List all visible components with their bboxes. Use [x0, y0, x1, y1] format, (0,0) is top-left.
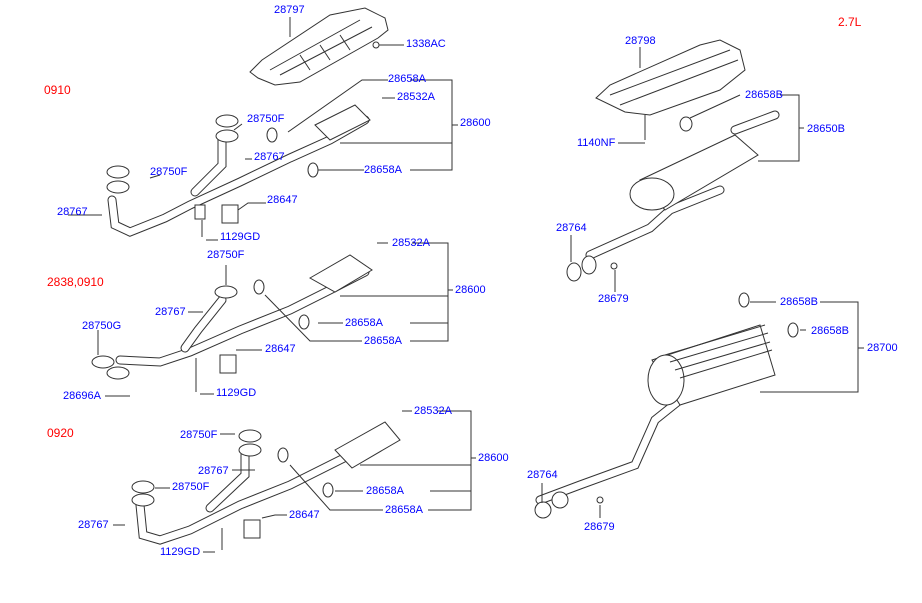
part-label-nut[interactable]: 28767 [254, 151, 285, 163]
part-label-nut[interactable]: 28767 [198, 465, 229, 477]
part-label-nut[interactable]: 28767 [155, 306, 186, 318]
part-label-hanger[interactable]: 28658A [345, 317, 383, 329]
variant-label-0910: 0910 [44, 83, 71, 97]
variant-label-2838-0910: 2838,0910 [47, 275, 104, 289]
part-label-nut[interactable]: 28679 [584, 521, 615, 533]
part-label-gasket[interactable]: 28764 [556, 222, 587, 234]
part-label-nut[interactable]: 28767 [78, 519, 109, 531]
part-label-hanger[interactable]: 28658A [385, 504, 423, 516]
part-label-hanger[interactable]: 28658A [388, 73, 426, 85]
part-label-gasket[interactable]: 28750F [207, 249, 245, 261]
part-label-hanger[interactable]: 28658A [366, 485, 404, 497]
engine-label: 2.7L [838, 15, 862, 29]
part-label-heat-shield[interactable]: 28798 [625, 35, 656, 47]
part-label-flange-bolt[interactable]: 28696A [63, 390, 101, 402]
part-label-nut[interactable]: 28767 [57, 206, 88, 218]
part-label-shield-nut[interactable]: 1338AC [406, 38, 446, 50]
part-label-screw[interactable]: 1140NF [577, 137, 616, 149]
part-label-gasket[interactable]: 28750G [82, 320, 122, 332]
part-label-hanger[interactable]: 28658A [364, 335, 402, 347]
part-label-bolt[interactable]: 1129GD [216, 387, 257, 399]
part-label-bracket[interactable]: 28647 [265, 343, 296, 355]
variant-label-0920: 0920 [47, 426, 74, 440]
part-label-hanger[interactable]: 28658B [745, 89, 783, 101]
part-label-hanger[interactable]: 28658B [811, 325, 849, 337]
part-label-assembly[interactable]: 28600 [478, 452, 509, 464]
part-label-stud[interactable]: 28532A [397, 91, 435, 103]
heat-shield-28797 [249, 7, 389, 86]
part-label-assembly[interactable]: 28600 [455, 284, 486, 296]
part-label-gasket[interactable]: 28750F [247, 113, 285, 125]
part-label-gasket[interactable]: 28750F [150, 166, 188, 178]
part-label-bolt[interactable]: 1129GD [160, 546, 201, 558]
part-label-hanger[interactable]: 28658A [364, 164, 402, 176]
part-label-bracket[interactable]: 28647 [267, 194, 298, 206]
part-label-stud[interactable]: 28532A [414, 405, 452, 417]
part-label-assembly[interactable]: 28650B [807, 123, 845, 135]
part-label-heat-shield[interactable]: 28797 [274, 4, 305, 16]
part-label-nut[interactable]: 28679 [598, 293, 629, 305]
part-label-gasket[interactable]: 28750F [180, 429, 218, 441]
part-label-gasket[interactable]: 28750F [172, 481, 210, 493]
part-label-assembly[interactable]: 28600 [460, 117, 491, 129]
part-label-assembly[interactable]: 28700 [867, 342, 898, 354]
part-label-hanger[interactable]: 28658B [780, 296, 818, 308]
part-label-bolt[interactable]: 1129GD [220, 231, 261, 243]
part-label-stud[interactable]: 28532A [392, 237, 430, 249]
part-label-gasket[interactable]: 28764 [527, 469, 558, 481]
part-label-bracket[interactable]: 28647 [289, 509, 320, 521]
